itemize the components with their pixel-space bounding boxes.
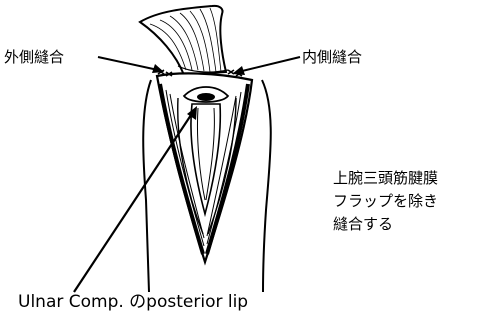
medial-suture-label: 内側縫合 bbox=[302, 47, 362, 67]
medial-leader-arrow bbox=[232, 57, 300, 75]
lateral-suture-label: 外側縫合 bbox=[4, 47, 64, 67]
flap-instruction-line-3: 縫合する bbox=[333, 213, 438, 236]
lateral-leader-arrow bbox=[98, 57, 164, 73]
ulnar-component-label: Ulnar Comp. のposterior lip bbox=[18, 292, 248, 312]
component-leader-arrow bbox=[74, 106, 197, 292]
flap-instruction-line-2: フラップを除き bbox=[333, 190, 438, 213]
arm-outline-right bbox=[262, 80, 271, 292]
triceps-flap bbox=[140, 6, 228, 75]
flap-instruction-line-1: 上腕三頭筋腱膜 bbox=[333, 167, 438, 190]
flap-instruction-label: 上腕三頭筋腱膜 フラップを除き 縫合する bbox=[333, 167, 438, 236]
